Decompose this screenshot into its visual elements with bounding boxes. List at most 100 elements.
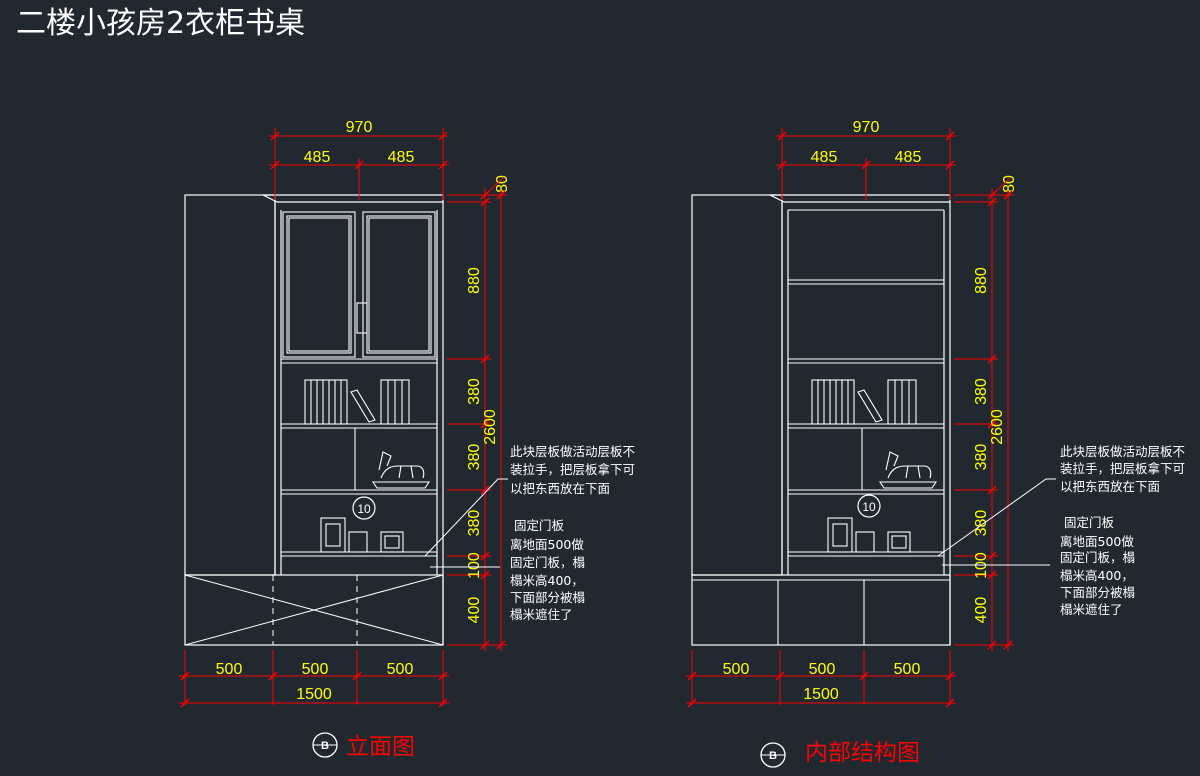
note-line: 此块层板做活动层板不: [510, 444, 635, 459]
note-line: 装拉手，把层板拿下可: [510, 462, 635, 477]
view-caption: 立面图: [346, 734, 415, 760]
dimension-value: 970: [853, 119, 880, 136]
dimension-line: [484, 177, 504, 196]
note-line: 榻米遮住了: [510, 607, 573, 622]
note-line: 榻米遮住了: [1060, 602, 1123, 617]
dimension-value: 2600: [989, 409, 1006, 445]
internal-shelves: [692, 209, 950, 645]
dimension-tick: [352, 671, 362, 681]
dimension-value: 380: [466, 510, 483, 537]
dimension-value: 500: [894, 661, 921, 678]
section-marker-label: 10: [862, 500, 876, 514]
dimension-tick: [945, 671, 955, 681]
dimension-tick: [268, 671, 278, 681]
note-fixed-door: 固定门板 离地面500做 固定门板，榻 榻米高400， 下面部分被榻 榻米遮住了: [510, 518, 589, 622]
fixed-door-panel: [184, 574, 444, 646]
dimension-tick: [438, 698, 448, 708]
dimension-tick: [861, 160, 871, 170]
dimension-value: 500: [723, 661, 750, 678]
drawing-title: 二楼小孩房2衣柜书桌: [16, 6, 305, 41]
dimension-tick: [687, 698, 697, 708]
note-line: 以把东西放在下面: [510, 481, 610, 496]
dimension-tick: [438, 671, 448, 681]
note-line: 装拉手，把层板拿下可: [1060, 461, 1185, 476]
dimension-value: 880: [973, 267, 990, 294]
view-badge-letter: B: [321, 740, 329, 752]
dimension-tick: [354, 160, 364, 170]
note-line: 此块层板做活动层板不: [1060, 444, 1185, 459]
dimension-tick: [775, 671, 785, 681]
dimension-value: 400: [973, 597, 990, 624]
dimension-tick: [945, 698, 955, 708]
dimension-tick: [180, 698, 190, 708]
dimension-tick: [777, 131, 787, 141]
note-line: 下面部分被榻: [1060, 585, 1135, 600]
dimension-tick: [480, 419, 490, 429]
dimension-value: 400: [466, 597, 483, 624]
dimension-tick: [987, 551, 997, 561]
dimension-value: 500: [387, 661, 414, 678]
dimension-tick: [480, 485, 490, 495]
dimension-value: 880: [466, 267, 483, 294]
note-line: 固定门板: [514, 518, 565, 533]
note-fixed-door: 固定门板 离地面500做 固定门板，榻 榻米高400， 下面部分被榻 榻米遮住了: [1060, 515, 1139, 617]
dimension-tick: [480, 354, 490, 364]
dimension-value: 80: [494, 175, 511, 193]
dimension-value: 485: [388, 149, 415, 166]
dimension-value: 380: [466, 378, 483, 405]
glass-doors: [282, 211, 436, 358]
dimension-value: 380: [466, 444, 483, 471]
dimension-line: [991, 177, 1011, 196]
dimension-value: 380: [973, 378, 990, 405]
dimension-value: 380: [973, 444, 990, 471]
note-line: 以把东西放在下面: [1060, 479, 1160, 494]
note-line: 下面部分被榻: [510, 590, 585, 605]
dimension-tick: [987, 419, 997, 429]
note-line: 离地面500做: [1060, 534, 1134, 549]
section-marker: [352, 496, 376, 520]
dimension-value: 380: [973, 510, 990, 537]
note-line: 固定门板，榻: [1060, 550, 1135, 565]
dimension-value: 100: [466, 552, 483, 579]
elevation-view: [184, 194, 444, 646]
dimension-tick: [987, 197, 997, 207]
section-marker-label: 10: [357, 502, 371, 516]
dimension-value: 500: [302, 661, 329, 678]
note-line: 榻米高400，: [510, 573, 584, 588]
dimension-tick: [438, 160, 448, 170]
dimension-tick: [859, 671, 869, 681]
dimension-tick: [480, 551, 490, 561]
section-marker: [857, 494, 881, 518]
dimension-value: 485: [895, 149, 922, 166]
dimension-value: 500: [809, 661, 836, 678]
dimension-value: 500: [216, 661, 243, 678]
dimension-tick: [945, 131, 955, 141]
dimension-value: 485: [304, 149, 331, 166]
right-annotations: 10 此块层板做活动层板不 装拉手，把层板拿下可 以把东西放在下面 固定门板 离…: [760, 444, 1189, 768]
note-line: 固定门板，榻: [510, 555, 585, 570]
note-movable-shelf: 此块层板做活动层板不 装拉手，把层板拿下可 以把东西放在下面: [1060, 444, 1189, 494]
dimension-tick: [987, 354, 997, 364]
note-line: 固定门板: [1064, 515, 1115, 530]
dimension-tick: [270, 160, 280, 170]
dimension-value: 1500: [803, 686, 839, 703]
dimension-tick: [480, 570, 490, 580]
note-line: 榻米高400，: [1060, 568, 1134, 583]
dimension-tick: [270, 131, 280, 141]
dimension-tick: [987, 570, 997, 580]
dimension-tick: [480, 197, 490, 207]
left-annotations: 10 此块层板做活动层板不 装拉手，把层板拿下可 以把东西放在下面 固定门板 离…: [312, 444, 639, 760]
dimension-value: 485: [811, 149, 838, 166]
note-movable-shelf: 此块层板做活动层板不 装拉手，把层板拿下可 以把东西放在下面: [510, 444, 639, 496]
dimension-tick: [945, 160, 955, 170]
view-badge-letter: B: [769, 750, 777, 762]
dimension-tick: [438, 131, 448, 141]
dimension-value: 970: [346, 119, 373, 136]
dimension-tick: [180, 671, 190, 681]
dimension-value: 2600: [482, 409, 499, 445]
dimension-tick: [777, 160, 787, 170]
internal-structure-view: [691, 194, 951, 646]
